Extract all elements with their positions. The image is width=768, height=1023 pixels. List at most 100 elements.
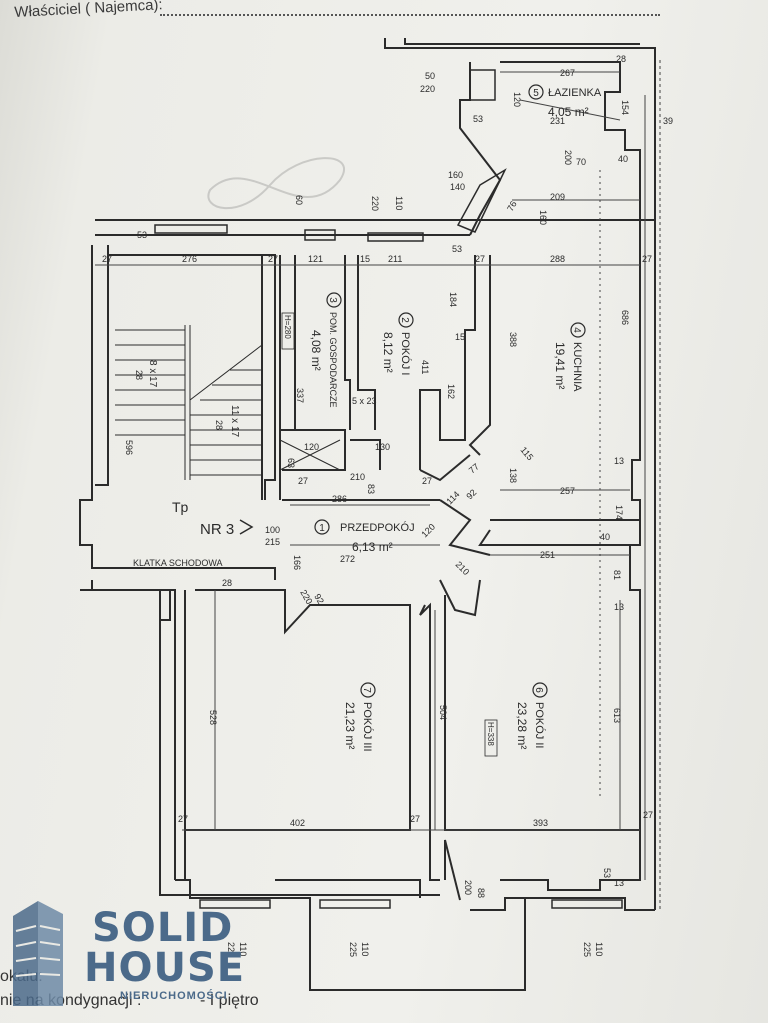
dim: 393 (533, 818, 548, 828)
dim: 92 (312, 592, 326, 606)
room-6-name: POKÓJ II (533, 702, 546, 748)
dim: 120 (419, 522, 437, 540)
dim: 257 (560, 486, 575, 496)
dim: 27 (298, 476, 308, 486)
unit-arrow (239, 519, 254, 535)
dim: 215 (265, 537, 280, 547)
dim: 27 (102, 254, 112, 264)
room-3-name: POM. GOSPODARCZE (328, 312, 338, 408)
dimension-lines (95, 60, 661, 910)
room-4-num: 4 (571, 327, 582, 333)
dim: 596 (124, 440, 134, 455)
dim: 110 (594, 942, 604, 956)
room-1-label: 1 PRZEDPOKÓJ 6,13 m² (314, 519, 415, 554)
room-4-label: 4 KUCHNIA 19,41 m² (553, 322, 586, 392)
dim: 53 (602, 868, 612, 878)
dim: 388 (508, 332, 518, 347)
dim: 110 (394, 196, 404, 210)
room-7-num: 7 (361, 687, 372, 693)
room-7-name: POKÓJ III (361, 702, 374, 752)
dim: 53 (452, 244, 462, 254)
dim: 160 (448, 170, 463, 180)
room-2-label: 2 POKÓJ I 8,12 m² (381, 312, 414, 375)
dim: 138 (508, 468, 518, 483)
dim: 130 (375, 442, 390, 452)
building-logo-icon (13, 901, 63, 1006)
logo-text-solid: SOLID (92, 905, 234, 951)
dim: 27 (475, 254, 485, 264)
dim: 209 (550, 192, 565, 202)
dim: 220 (420, 84, 435, 94)
dim: 154 (620, 100, 630, 115)
dim: 27 (422, 476, 432, 486)
dim: 27 (643, 810, 653, 820)
dim: 288 (550, 254, 565, 264)
dim: 70 (576, 157, 586, 167)
dim: 77 (467, 461, 481, 475)
stairs-2-label: 11 x 17 (229, 405, 240, 437)
dim: 60 (294, 195, 304, 205)
room-5-name: ŁAZIENKA (548, 87, 602, 99)
room-4-area: 19,41 m² (553, 342, 567, 389)
dim: 225 (582, 942, 592, 957)
room-1-area: 6,13 m² (352, 540, 393, 554)
dim: 220 (298, 588, 314, 606)
room-6-num: 6 (533, 687, 544, 693)
dim: 120 (512, 92, 522, 107)
dim: 211 (388, 254, 402, 264)
dim: 613 (612, 708, 622, 723)
dim: 276 (182, 254, 197, 264)
floor-label: - I piętro (200, 992, 259, 1009)
dim: 13 (614, 878, 624, 888)
stairs-1-sub: 28 (134, 370, 144, 380)
dim: 53 (137, 230, 147, 240)
dim: 63 (286, 458, 296, 468)
dim: 200 (463, 880, 473, 895)
dim: 40 (600, 532, 610, 542)
dim: 110 (238, 942, 248, 956)
dim: 267 (560, 68, 575, 78)
dim: 28 (222, 578, 232, 588)
dim: 174 (614, 505, 624, 520)
stairs-1-label: 8 x 17 (147, 360, 158, 388)
dim: 411 (420, 360, 430, 374)
dim: 15 (360, 254, 370, 264)
dim: 162 (446, 384, 456, 399)
room-3-num: 3 (327, 297, 338, 303)
height-1: H=280 (281, 312, 295, 350)
dim: 166 (292, 555, 302, 570)
owner-dotted-line (160, 14, 660, 16)
dim: 225 (348, 942, 358, 957)
dim: 528 (208, 710, 218, 725)
height-1-text: H=280 (283, 315, 292, 339)
stairs-1: 8 x 17 (147, 360, 158, 388)
dim: 83 (366, 484, 376, 494)
dim: 121 (308, 254, 323, 264)
dim: 272 (340, 554, 355, 564)
dim: 210 (454, 559, 472, 577)
dim: 120 (304, 442, 319, 452)
room-7-label: 7 POKÓJ III 21,23 m² (343, 682, 376, 752)
stairs-1-subtext: 28 (134, 370, 144, 380)
room-5-area: 4,05 m² (548, 105, 589, 119)
dim: 184 (448, 292, 458, 307)
dim: 27 (642, 254, 652, 264)
dim: 115 (518, 445, 535, 462)
dim: 40 (618, 154, 628, 164)
dim: 110 (360, 942, 370, 956)
logo-subtext: NIERUCHOMOŚCI (120, 990, 228, 1002)
room-6-label: 6 POKÓJ II 23,28 m² (515, 682, 548, 749)
staircase-label: KLATKA SCHODOWA (133, 558, 223, 568)
dim: 100 (265, 525, 280, 535)
logo-text-house: HOUSE (84, 945, 246, 991)
room-2-num: 2 (399, 317, 410, 323)
dim: 88 (476, 888, 486, 898)
dim: 504 (438, 705, 448, 720)
height-2: H=338 (484, 719, 498, 757)
room-2-name: POKÓJ I (399, 332, 412, 375)
dim: 92 (464, 487, 478, 501)
room-5-label: 5 ŁAZIENKA 4,05 m² (528, 84, 602, 119)
stairs-2: 11 x 17 (229, 405, 240, 437)
dim: 140 (450, 182, 465, 192)
